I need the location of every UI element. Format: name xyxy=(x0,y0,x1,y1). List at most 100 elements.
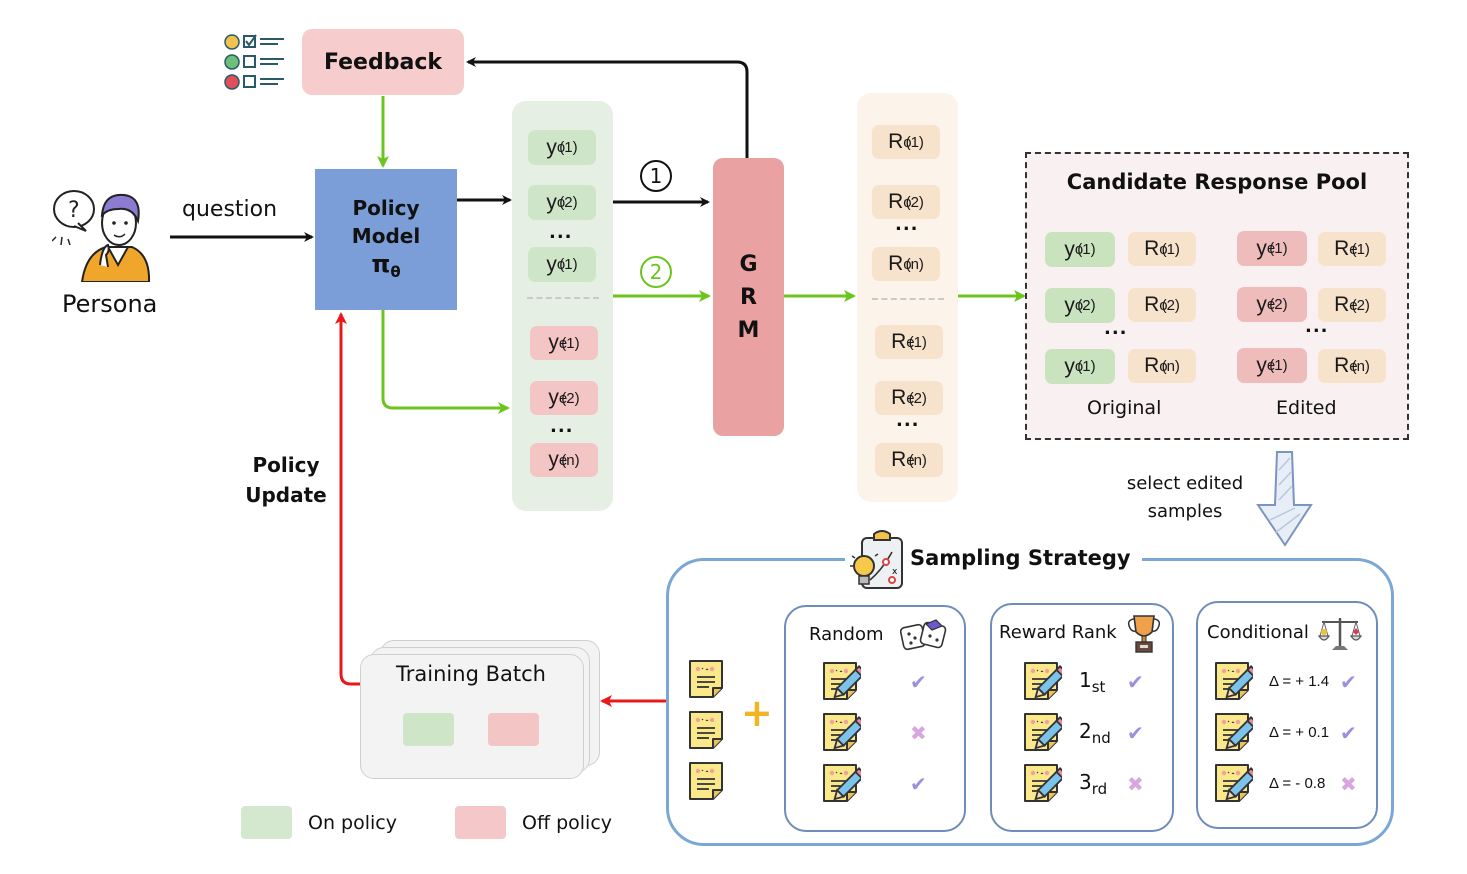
symbol-subscript: e xyxy=(906,333,915,351)
legend-label: Off policy xyxy=(522,812,613,834)
conditional-title: Conditional xyxy=(1207,622,1309,643)
symbol-superscript: (1) xyxy=(559,256,578,273)
legend-swatch xyxy=(241,806,292,839)
symbol-subscript: e xyxy=(906,451,915,469)
strategy-clipboard-icon: x xyxy=(848,530,908,592)
batch-on-policy-sample xyxy=(403,713,454,746)
check-icon: ✔ xyxy=(1127,670,1144,694)
symbol-base: y xyxy=(546,135,557,159)
training-batch-title: Training Batch xyxy=(396,662,546,686)
symbol-superscript: (1) xyxy=(1269,240,1288,257)
cross-icon: ✖ xyxy=(910,721,927,745)
policy-update-label: Policy Update xyxy=(245,453,327,507)
original-note-icon xyxy=(687,760,723,800)
rank-suffix: nd xyxy=(1091,729,1111,747)
edited-note-icon xyxy=(1022,660,1068,700)
path-two-marker: 2 xyxy=(640,256,672,288)
symbol-superscript: (1) xyxy=(559,139,578,156)
rank-number: 2 xyxy=(1079,719,1092,743)
policy-model-symbol: πθ xyxy=(371,249,401,281)
delta-value: Δ = + 1.4 xyxy=(1269,673,1330,690)
symbol-base: R xyxy=(1334,237,1350,260)
symbol-base: R xyxy=(891,386,907,409)
symbol-superscript: (1) xyxy=(561,334,580,352)
symbol-base: R xyxy=(1144,237,1160,260)
symbol-subscript: o xyxy=(556,139,566,156)
symbol-subscript: o xyxy=(903,193,912,211)
grm-box: G R M xyxy=(713,158,784,436)
rank-label: 1st xyxy=(1079,668,1105,696)
symbol-base: R xyxy=(888,130,904,153)
symbol-subscript: e xyxy=(558,389,568,407)
symbol-superscript: (1) xyxy=(1269,357,1288,374)
check-icon: ✔ xyxy=(910,670,927,694)
symbol-base: R xyxy=(888,190,904,213)
symbol-base: y xyxy=(1064,354,1075,378)
symbol-subscript: e xyxy=(1266,357,1276,374)
symbol-subscript: e xyxy=(558,334,568,352)
batch-off-policy-sample xyxy=(488,713,539,746)
symbol-superscript: (2) xyxy=(908,389,927,407)
edited-note-icon xyxy=(821,711,867,751)
symbol-subscript: e xyxy=(1349,357,1358,375)
policy-model-line2: Model xyxy=(351,223,421,248)
svg-text:x: x xyxy=(892,567,898,577)
rank-number: 1 xyxy=(1079,668,1092,692)
select-edited-label: select edited samples xyxy=(1126,473,1244,522)
symbol-subscript: o xyxy=(1159,240,1168,258)
symbol-subscript: o xyxy=(556,194,566,211)
symbol-superscript: (n) xyxy=(905,255,924,273)
edited-note-icon xyxy=(1022,762,1068,802)
symbol-superscript: (2) xyxy=(1269,296,1288,313)
question-label: question xyxy=(182,197,278,222)
delta-value: Δ = + 0.1 xyxy=(1269,724,1330,741)
dice-icon xyxy=(899,618,950,652)
symbol-base: y xyxy=(1256,236,1267,260)
ellipsis: ... xyxy=(549,222,573,243)
reward-rank-title: Reward Rank xyxy=(999,622,1117,643)
column-divider xyxy=(872,298,944,300)
symbol-base: R xyxy=(1334,354,1350,377)
ellipsis: ... xyxy=(896,410,920,431)
grm-letter: R xyxy=(740,284,757,310)
legend-label: On policy xyxy=(308,812,397,834)
symbol-subscript: o xyxy=(903,255,912,273)
symbol-base: R xyxy=(891,448,907,471)
ellipsis: ... xyxy=(1104,318,1128,339)
response-column-panel xyxy=(512,101,613,511)
symbol-superscript: (n) xyxy=(561,451,580,469)
symbol-base: y xyxy=(1064,293,1075,317)
feedback-checklist-icon xyxy=(222,32,286,92)
symbol-base: y xyxy=(1064,237,1075,261)
edited-note-icon xyxy=(1022,711,1068,751)
delta-value: Δ = - 0.8 xyxy=(1269,775,1326,792)
path-one-marker: 1 xyxy=(640,160,672,192)
symbol-base: R xyxy=(888,252,904,275)
symbol-superscript: (2) xyxy=(1077,297,1096,314)
grm-letter: G xyxy=(739,251,758,277)
persona-label: Persona xyxy=(62,290,158,318)
check-icon: ✔ xyxy=(1340,670,1357,694)
symbol-superscript: (2) xyxy=(561,389,580,407)
plus-icon: + xyxy=(741,691,773,735)
edited-note-icon xyxy=(821,762,867,802)
sampling-strategy-title: Sampling Strategy xyxy=(910,546,1131,570)
original-label: Original xyxy=(1087,397,1162,419)
trophy-icon xyxy=(1126,612,1162,656)
